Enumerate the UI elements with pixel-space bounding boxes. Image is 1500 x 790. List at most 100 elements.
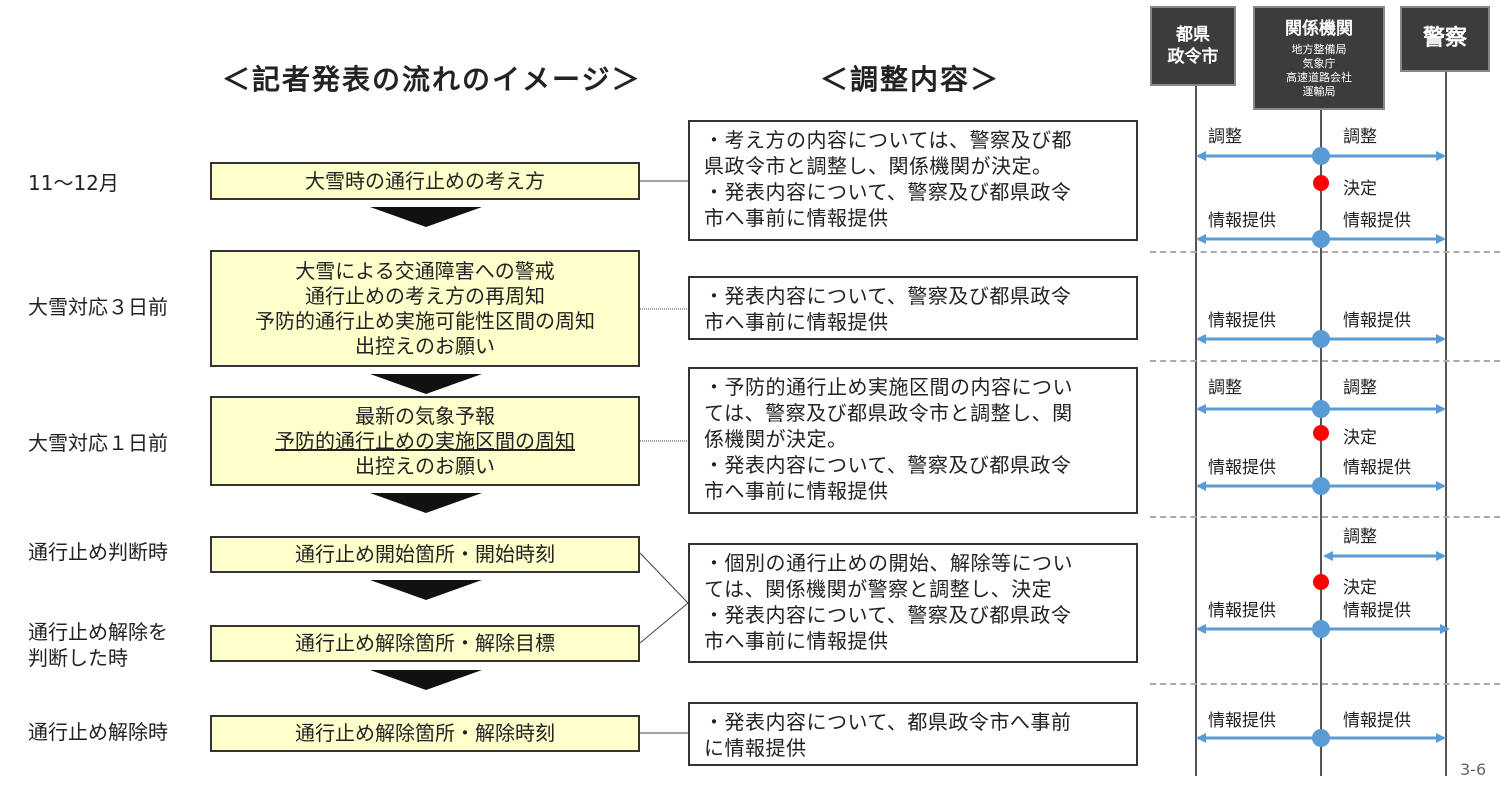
phase-separator <box>1150 683 1500 685</box>
down-arrow <box>370 670 482 690</box>
label-adjust: 調整 <box>1343 527 1377 547</box>
lane-header-text: 政令市 <box>1167 47 1219 67</box>
label-info: 情報提供 <box>1343 211 1411 231</box>
flow-box-text: 通行止め開始箇所・開始時刻 <box>295 542 555 566</box>
page-number: 3-6 <box>1460 760 1487 779</box>
flow-box-text: 通行止めの考え方の再周知 <box>305 283 545 308</box>
lane-header-text: 警察 <box>1422 26 1467 51</box>
lane-header-subtext: 地方整備局 <box>1291 42 1347 56</box>
label-info: 情報提供 <box>1343 601 1411 621</box>
label-info: 情報提供 <box>1343 311 1411 331</box>
down-arrow <box>370 493 482 513</box>
content-box-closure: ・個別の通行止めの開始、解除等につい ては、関係機関が警察と調整し、決定 ・発表… <box>688 543 1138 663</box>
lane-node <box>1312 230 1330 248</box>
label-decide: 決定 <box>1343 428 1377 448</box>
flow-title: ＜記者発表の流れのイメージ＞ <box>222 63 642 96</box>
down-arrow <box>370 374 482 394</box>
content-box-1-day-before: ・予防的通行止め実施区間の内容につい ては、警察及び都県政令市と調整し、関 係機… <box>688 367 1138 514</box>
label-info: 情報提供 <box>1343 711 1411 731</box>
content-line: 市へ事前に情報提供 <box>704 479 889 503</box>
lane-node <box>1312 400 1330 418</box>
lane-node <box>1312 330 1330 348</box>
content-line: ・発表内容について、警察及び都県政令 <box>704 603 1072 627</box>
flow-box-concept: 大雪時の通行止めの考え方 <box>210 162 640 200</box>
content-line: ・発表内容について、警察及び都県政令 <box>704 180 1072 204</box>
label-adjust: 調整 <box>1343 127 1377 147</box>
lane-header-text: 関係機関 <box>1285 18 1353 39</box>
content-line: 県政令市と調整し、関係機関が決定。 <box>704 154 1053 178</box>
content-line: ・発表内容について、都県政令市へ事前 <box>704 710 1072 734</box>
flow-box-closure-start: 通行止め開始箇所・開始時刻 <box>210 536 640 573</box>
label-adjust: 調整 <box>1208 127 1242 147</box>
phase-separator <box>1150 516 1500 518</box>
phase-separator <box>1150 251 1500 253</box>
content-line: 市へ事前に情報提供 <box>704 310 889 334</box>
phase-label-closure-decision: 通行止め判断時 <box>28 540 168 564</box>
flow-box-text: 出控えのお願い <box>355 333 495 358</box>
content-box-concept: ・考え方の内容については、警察及び都 県政令市と調整し、関係機関が決定。 ・発表… <box>688 120 1138 241</box>
flow-box-text: 最新の気象予報 <box>355 403 495 428</box>
lane-node <box>1312 729 1330 747</box>
label-decide: 決定 <box>1343 578 1377 598</box>
content-line: ・発表内容について、警察及び都県政令 <box>704 453 1072 477</box>
content-line: ・発表内容について、警察及び都県政令 <box>704 284 1072 308</box>
content-box-3-days-before: ・発表内容について、警察及び都県政令 市へ事前に情報提供 <box>688 276 1138 340</box>
connector-line-4b <box>639 602 689 644</box>
label-info: 情報提供 <box>1208 458 1276 478</box>
label-info: 情報提供 <box>1208 601 1276 621</box>
flow-box-text: 予防的通行止め実施可能性区間の周知 <box>255 308 595 333</box>
phase-label-nov-dec: 11〜12月 <box>28 171 119 195</box>
flow-box-release-target: 通行止め解除箇所・解除目標 <box>210 625 640 662</box>
phase-label-1-day-before: 大雪対応１日前 <box>28 431 168 455</box>
lane-line-police <box>1445 70 1447 776</box>
label-info: 情報提供 <box>1208 211 1276 231</box>
lane-header-prefecture: 都県 政令市 <box>1150 6 1236 86</box>
lane-header-police: 警察 <box>1400 6 1490 72</box>
lane-node <box>1312 620 1330 638</box>
lane-header-text: 都県 <box>1176 25 1210 45</box>
flow-box-release-time: 通行止め解除箇所・解除時刻 <box>210 715 640 752</box>
content-title: ＜調整内容＞ <box>820 63 1001 96</box>
label-adjust: 調整 <box>1208 378 1242 398</box>
content-line: ては、警察及び都県政令市と調整し、関 <box>704 401 1073 425</box>
label-info: 情報提供 <box>1343 458 1411 478</box>
content-line: 係機関が決定。 <box>704 427 848 451</box>
content-line: 市へ事前に情報提供 <box>704 206 889 230</box>
label-adjust: 調整 <box>1343 378 1377 398</box>
content-line: 市へ事前に情報提供 <box>704 629 889 653</box>
content-line: ・予防的通行止め実施区間の内容につい <box>704 375 1073 399</box>
lane-node <box>1312 477 1330 495</box>
phase-label-release: 通行止め解除時 <box>28 720 168 744</box>
phase-label-release-decision-line2: 判断した時 <box>28 646 128 670</box>
decision-marker <box>1313 175 1329 191</box>
label-info: 情報提供 <box>1208 711 1276 731</box>
flow-box-text: 大雪による交通障害への警戒 <box>295 258 555 283</box>
content-box-release: ・発表内容について、都県政令市へ事前 に情報提供 <box>688 702 1138 766</box>
down-arrow <box>370 207 482 227</box>
flow-box-text: 大雪時の通行止めの考え方 <box>305 168 545 193</box>
content-line: ・個別の通行止めの開始、解除等につい <box>704 551 1073 575</box>
label-info: 情報提供 <box>1208 311 1276 331</box>
content-line: ては、関係機関が警察と調整し、決定 <box>704 577 1053 601</box>
flow-box-text: 出控えのお願い <box>355 453 495 478</box>
lane-header-subtext: 気象庁 <box>1302 56 1336 70</box>
lane-header-subtext: 運輸局 <box>1302 84 1336 98</box>
lane-node <box>1312 147 1330 165</box>
decision-marker <box>1313 425 1329 441</box>
lane-line-prefecture <box>1195 86 1197 776</box>
flow-box-3-days-before: 大雪による交通障害への警戒 通行止めの考え方の再周知 予防的通行止め実施可能性区… <box>210 250 640 367</box>
content-line: ・考え方の内容については、警察及び都 <box>704 128 1072 152</box>
connector-line-4a <box>639 552 689 604</box>
content-line: に情報提供 <box>704 736 807 760</box>
phase-separator <box>1150 360 1500 362</box>
label-decide: 決定 <box>1343 179 1377 199</box>
flow-box-text: 通行止め解除箇所・解除時刻 <box>295 721 555 745</box>
flow-box-1-day-before: 最新の気象予報 予防的通行止めの実施区間の周知 出控えのお願い <box>210 396 640 486</box>
lane-line-agencies <box>1320 108 1322 776</box>
lane-header-subtext: 高速道路会社 <box>1286 70 1352 84</box>
down-arrow <box>370 580 482 600</box>
phase-label-3-days-before: 大雪対応３日前 <box>28 295 168 319</box>
phase-label-release-decision-line1: 通行止め解除を <box>28 620 168 644</box>
